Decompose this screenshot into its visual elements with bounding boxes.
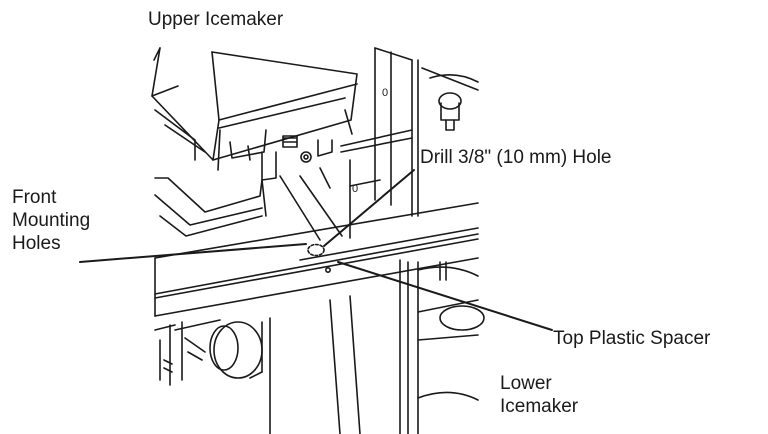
interior-panels xyxy=(269,295,361,434)
lower-icemaker-line-1: Lower xyxy=(500,373,552,394)
top-plastic-spacer-label: Top Plastic Spacer xyxy=(553,328,711,349)
front-mounting-rail xyxy=(154,202,479,317)
upper-icemaker-label: Upper Icemaker xyxy=(148,9,284,30)
svg-text:0: 0 xyxy=(382,87,388,99)
front-mounting-holes-label: Front Mounting Holes xyxy=(12,186,90,255)
leader-front-holes xyxy=(79,243,307,263)
front-mounting-holes-line-2: Mounting xyxy=(12,210,91,231)
svg-text:0: 0 xyxy=(352,183,358,195)
lower-icemaker-line-2: Icemaker xyxy=(500,396,579,417)
leader-drill-hole xyxy=(323,169,415,247)
leader-spacer xyxy=(337,261,553,331)
lower-icemaker-cabinet xyxy=(374,47,485,434)
front-mounting-holes-line-3: Holes xyxy=(12,233,61,254)
mounting-bracket xyxy=(154,129,413,241)
front-mounting-holes-line-1: Front xyxy=(12,187,57,208)
lower-icemaker-label: Lower Icemaker xyxy=(500,372,578,418)
upper-icemaker-unit xyxy=(151,47,358,181)
caster-wheel xyxy=(154,319,263,386)
leader-lines xyxy=(79,169,553,331)
drill-hole-label: Drill 3/8" (10 mm) Hole xyxy=(420,147,612,168)
